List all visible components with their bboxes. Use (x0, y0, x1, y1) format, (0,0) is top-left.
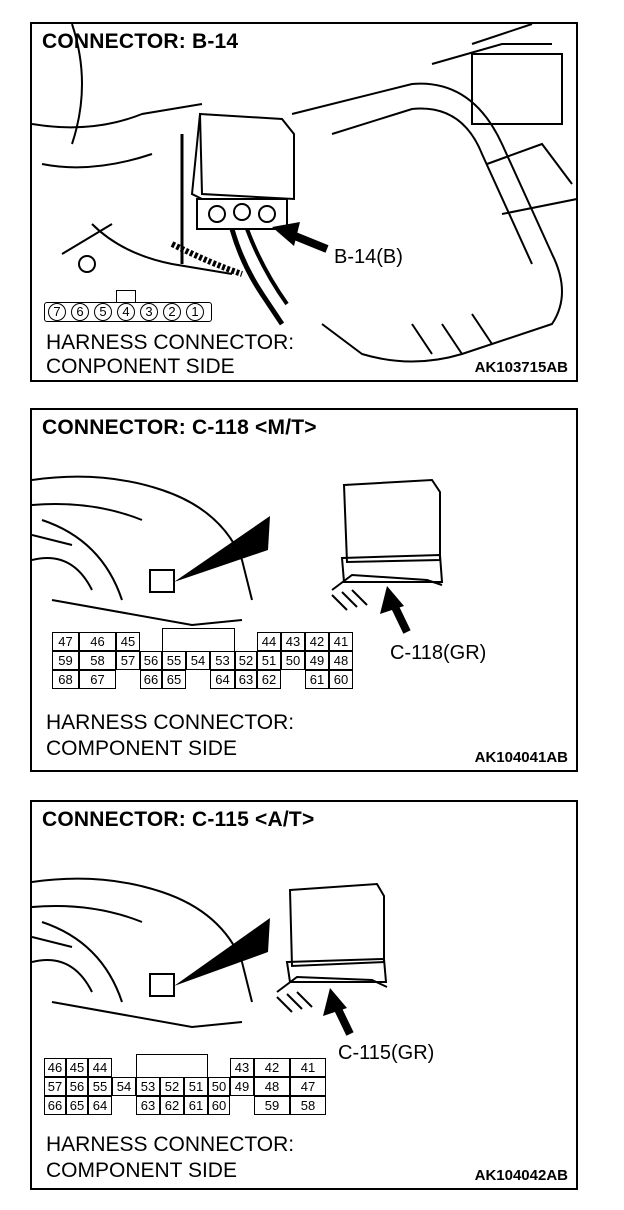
harness-label-line2: COMPONENT SIDE (46, 737, 237, 760)
pin: 7 (48, 303, 66, 321)
pin: 43 (230, 1058, 254, 1077)
panel-title: CONNECTOR: B-14 (42, 30, 239, 53)
pin: 42 (305, 632, 329, 651)
harness-label-line1: HARNESS CONNECTOR: (46, 711, 295, 734)
pin: 46 (79, 632, 116, 651)
pin: 54 (186, 651, 210, 670)
harness-label-line2: COMPONENT SIDE (46, 1159, 237, 1182)
pin: 66 (140, 670, 162, 689)
connector-c118-panel: CONNECTOR: C-118 <M/T> C-118(GR) 47 46 4… (30, 408, 578, 772)
pin: 63 (235, 670, 257, 689)
pin: 68 (52, 670, 79, 689)
pin: 43 (281, 632, 305, 651)
pin: 46 (44, 1058, 66, 1077)
figure-code: AK104042AB (474, 1167, 568, 1184)
pin: 42 (254, 1058, 290, 1077)
pin: 47 (52, 632, 79, 651)
pin-gap (136, 1054, 208, 1077)
pin: 60 (329, 670, 353, 689)
pin: 65 (66, 1096, 88, 1115)
pin: 54 (112, 1077, 136, 1096)
pin-gap (162, 628, 235, 651)
pin: 6 (71, 303, 89, 321)
pin: 60 (208, 1096, 230, 1115)
pin: 53 (210, 651, 235, 670)
pin: 56 (140, 651, 162, 670)
pin: 44 (257, 632, 281, 651)
pin: 63 (136, 1096, 160, 1115)
callout-label: B-14(B) (334, 246, 403, 268)
callout-label: C-118(GR) (390, 642, 487, 664)
pin: 49 (230, 1077, 254, 1096)
connector-c115-panel: CONNECTOR: C-115 <A/T> C-115(GR) 46 45 4… (30, 800, 578, 1190)
pin: 4 (117, 303, 135, 321)
pin: 61 (305, 670, 329, 689)
pin: 41 (329, 632, 353, 651)
pin: 48 (254, 1077, 290, 1096)
pin-diagram: 47 46 45 44 43 42 41 59 58 57 56 55 54 5… (44, 628, 354, 702)
pin: 61 (184, 1096, 208, 1115)
pin: 59 (254, 1096, 290, 1115)
pin: 57 (116, 651, 140, 670)
pin: 55 (162, 651, 186, 670)
pin: 59 (52, 651, 79, 670)
engine-bay-illustration (32, 24, 576, 363)
pin: 53 (136, 1077, 160, 1096)
pin: 64 (210, 670, 235, 689)
pin: 45 (66, 1058, 88, 1077)
pin: 2 (163, 303, 181, 321)
pin: 52 (160, 1077, 184, 1096)
harness-label-line1: HARNESS CONNECTOR: (46, 1133, 295, 1156)
pin: 41 (290, 1058, 326, 1077)
pin: 49 (305, 651, 329, 670)
pin: 62 (257, 670, 281, 689)
connector-b14-panel: CONNECTOR: B-14 B-14(B) 7 6 5 4 3 2 1 HA… (30, 22, 578, 382)
pin: 47 (290, 1077, 326, 1096)
pin: 64 (88, 1096, 112, 1115)
pin-diagram: 7 6 5 4 3 2 1 (44, 290, 214, 322)
pin: 66 (44, 1096, 66, 1115)
figure-code: AK103715AB (474, 359, 568, 376)
pin: 48 (329, 651, 353, 670)
pin: 52 (235, 651, 257, 670)
pin: 45 (116, 632, 140, 651)
harness-label-line2: CONPONENT SIDE (46, 355, 235, 378)
panel-title: CONNECTOR: C-115 <A/T> (42, 808, 315, 831)
pin: 56 (66, 1077, 88, 1096)
panel-title: CONNECTOR: C-118 <M/T> (42, 416, 317, 439)
pin: 3 (140, 303, 158, 321)
callout-label: C-115(GR) (338, 1042, 435, 1064)
dashboard-illustration (32, 877, 388, 1036)
pin: 50 (208, 1077, 230, 1096)
pin-diagram: 46 45 44 43 42 41 57 56 55 54 53 52 51 5… (42, 1054, 332, 1128)
pin: 1 (186, 303, 204, 321)
pin: 55 (88, 1077, 112, 1096)
pin: 5 (94, 303, 112, 321)
pin: 51 (257, 651, 281, 670)
pin: 58 (290, 1096, 326, 1115)
dashboard-illustration (32, 475, 444, 634)
figure-code: AK104041AB (474, 749, 568, 766)
harness-label-line1: HARNESS CONNECTOR: (46, 331, 295, 354)
pin: 65 (162, 670, 186, 689)
pin: 67 (79, 670, 116, 689)
pin: 58 (79, 651, 116, 670)
pin: 57 (44, 1077, 66, 1096)
pin: 50 (281, 651, 305, 670)
pin: 62 (160, 1096, 184, 1115)
pin: 44 (88, 1058, 112, 1077)
pin: 51 (184, 1077, 208, 1096)
